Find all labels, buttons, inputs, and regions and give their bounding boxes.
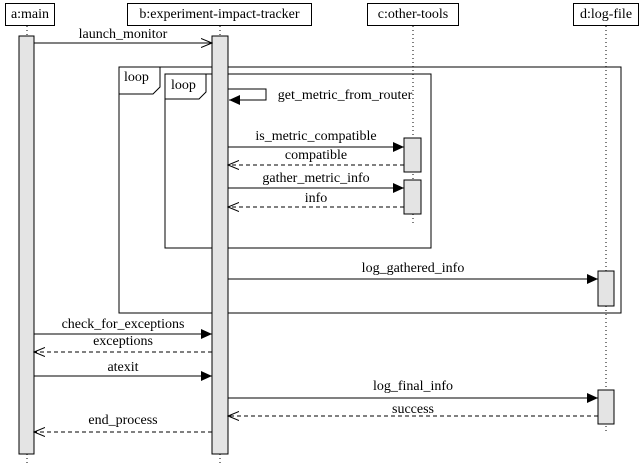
message-label-exceptions: exceptions [93, 334, 153, 349]
participant-a-main: a:main [5, 3, 55, 26]
inner-loop-frame [164, 73, 432, 249]
message-label-check-for-exceptions: check_for_exceptions [61, 317, 185, 332]
message-label-atexit: atexit [107, 360, 139, 375]
outer-loop-tab [119, 66, 161, 95]
message-label-gather-metric-info: gather_metric_info [262, 171, 370, 186]
participant-b-experiment-impact-tracker: b:experiment-impact-tracker [127, 3, 312, 26]
message-label-log-gathered-info: log_gathered_info [361, 261, 465, 276]
message-label-get-metric-from-router: get_metric_from_router [277, 88, 413, 103]
message-label-info: info [304, 191, 328, 206]
participant-c-other-tools: c:other-tools [367, 3, 459, 26]
activation-bar-a [18, 35, 35, 455]
participant-d-log-file: d:log-file [573, 3, 639, 26]
outer-loop-label: loop [124, 70, 149, 85]
participant-b-label: b:experiment-impact-tracker [139, 6, 300, 22]
activation-bar-c-2 [403, 179, 422, 215]
activation-bar-c-1 [403, 137, 422, 173]
activation-bar-b [211, 35, 229, 455]
outer-loop-frame [118, 66, 622, 314]
message-label-is-metric-compatible: is_metric_compatible [255, 129, 377, 144]
message-label-log-final-info: log_final_info [372, 379, 454, 394]
message-label-launch-monitor: launch_monitor [78, 27, 168, 42]
inner-loop-tab [165, 73, 207, 100]
inner-loop-label: loop [171, 78, 196, 93]
activation-bar-d-1 [597, 270, 615, 307]
activation-bar-d-2 [597, 389, 615, 425]
participant-c-label: c:other-tools [377, 6, 449, 22]
message-arrow-get-metric-from-router [228, 88, 267, 105]
participant-d-label: d:log-file [579, 6, 633, 22]
message-label-compatible: compatible [284, 148, 348, 163]
participant-a-label: a:main [10, 6, 50, 22]
message-label-end-process: end_process [88, 413, 158, 428]
message-label-success: success [392, 402, 434, 417]
